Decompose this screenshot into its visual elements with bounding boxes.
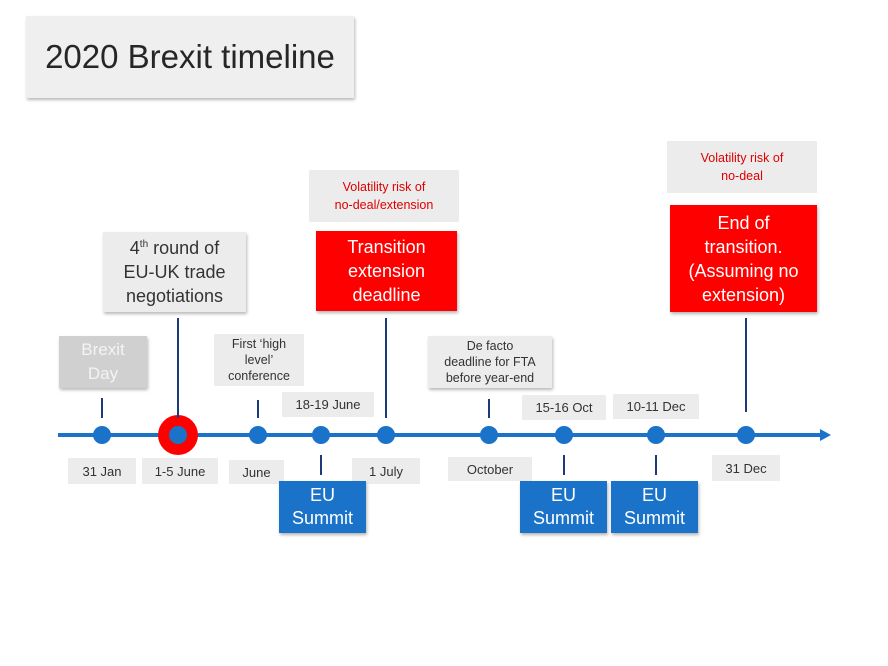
connector-high-level — [257, 400, 259, 418]
brexit-day-line2: Day — [87, 364, 119, 383]
round4-line2: EU-UK trade — [123, 262, 226, 282]
eu-summit-december: EU Summit — [611, 481, 698, 533]
fta-deadline-line3: before year-end — [445, 371, 535, 385]
end-transition-line4: extension) — [701, 284, 786, 305]
node-oct-summit — [555, 426, 573, 444]
extension-risk-line1: Volatility risk of — [342, 180, 426, 194]
node-october — [480, 426, 498, 444]
end-risk-line1: Volatility risk of — [700, 151, 784, 165]
fta-deadline-label: De facto deadline for FTA before year-en… — [428, 336, 552, 388]
end-transition-line3: (Assuming no — [688, 260, 799, 281]
high-level-line2: level’ — [244, 353, 274, 367]
node-dec-summit — [647, 426, 665, 444]
node-jan31 — [93, 426, 111, 444]
end-transition-line2: transition. — [704, 236, 783, 257]
date-july1: 1 July — [352, 458, 420, 484]
eu-summit-october-line2: Summit — [532, 508, 594, 528]
eu-summit-june-line2: Summit — [291, 508, 353, 528]
date-dec31: 31 Dec — [712, 455, 780, 481]
high-level-line1: First ‘high — [231, 337, 287, 351]
connector-brexit-day — [101, 398, 103, 418]
node-july1 — [377, 426, 395, 444]
node-june1-5 — [169, 426, 187, 444]
end-risk-label: Volatility risk of no-deal — [667, 141, 817, 193]
end-risk-line2: no-deal — [721, 169, 763, 183]
extension-deadline-line1: Transition — [347, 237, 426, 257]
connector-dec-summit — [655, 455, 657, 475]
end-transition-line1: End of — [717, 212, 770, 233]
round4-label: 4th round of EU-UK trade negotiations — [103, 232, 246, 312]
connector-end-transition — [745, 318, 747, 412]
axis-arrowhead — [820, 429, 831, 441]
page-title: 2020 Brexit timeline — [26, 16, 354, 98]
dec-summit-dates: 10-11 Dec — [613, 394, 699, 419]
round4-line1: 4th round of — [129, 238, 220, 258]
date-june1-5: 1-5 June — [142, 458, 218, 484]
node-june-summit — [312, 426, 330, 444]
extension-deadline-line3: deadline — [352, 285, 421, 305]
eu-summit-december-line2: Summit — [623, 508, 685, 528]
high-level-conference-label: First ‘high level’ conference — [214, 334, 304, 386]
high-level-line3: conference — [228, 369, 290, 383]
june-summit-dates: 18-19 June — [282, 392, 374, 417]
round4-line3: negotiations — [125, 286, 224, 306]
eu-summit-october-line1: EU — [550, 485, 576, 505]
eu-summit-december-line1: EU — [641, 485, 667, 505]
connector-round4 — [177, 318, 179, 418]
node-dec31 — [737, 426, 755, 444]
brexit-day-line1: Brexit — [81, 340, 125, 359]
fta-deadline-line2: deadline for FTA — [444, 355, 536, 369]
extension-risk-line2: no-deal/extension — [334, 198, 434, 212]
eu-summit-june-line1: EU — [309, 485, 335, 505]
connector-oct-summit — [563, 455, 565, 475]
date-october: October — [448, 457, 532, 481]
eu-summit-october: EU Summit — [520, 481, 607, 533]
end-transition-box: End of transition. (Assuming no extensio… — [670, 205, 817, 312]
connector-fta-deadline — [488, 399, 490, 418]
node-june — [249, 426, 267, 444]
connector-june-summit — [320, 455, 322, 475]
extension-deadline-line2: extension — [347, 261, 426, 281]
date-june: June — [229, 460, 284, 484]
fta-deadline-line1: De facto — [466, 339, 514, 353]
extension-risk-label: Volatility risk of no-deal/extension — [309, 170, 459, 222]
date-jan31: 31 Jan — [68, 458, 136, 484]
connector-extension-deadline — [385, 318, 387, 418]
extension-deadline-box: Transition extension deadline — [316, 231, 457, 311]
eu-summit-june: EU Summit — [279, 481, 366, 533]
brexit-day-label: Brexit Day — [59, 336, 147, 388]
oct-summit-dates: 15-16 Oct — [522, 395, 606, 420]
